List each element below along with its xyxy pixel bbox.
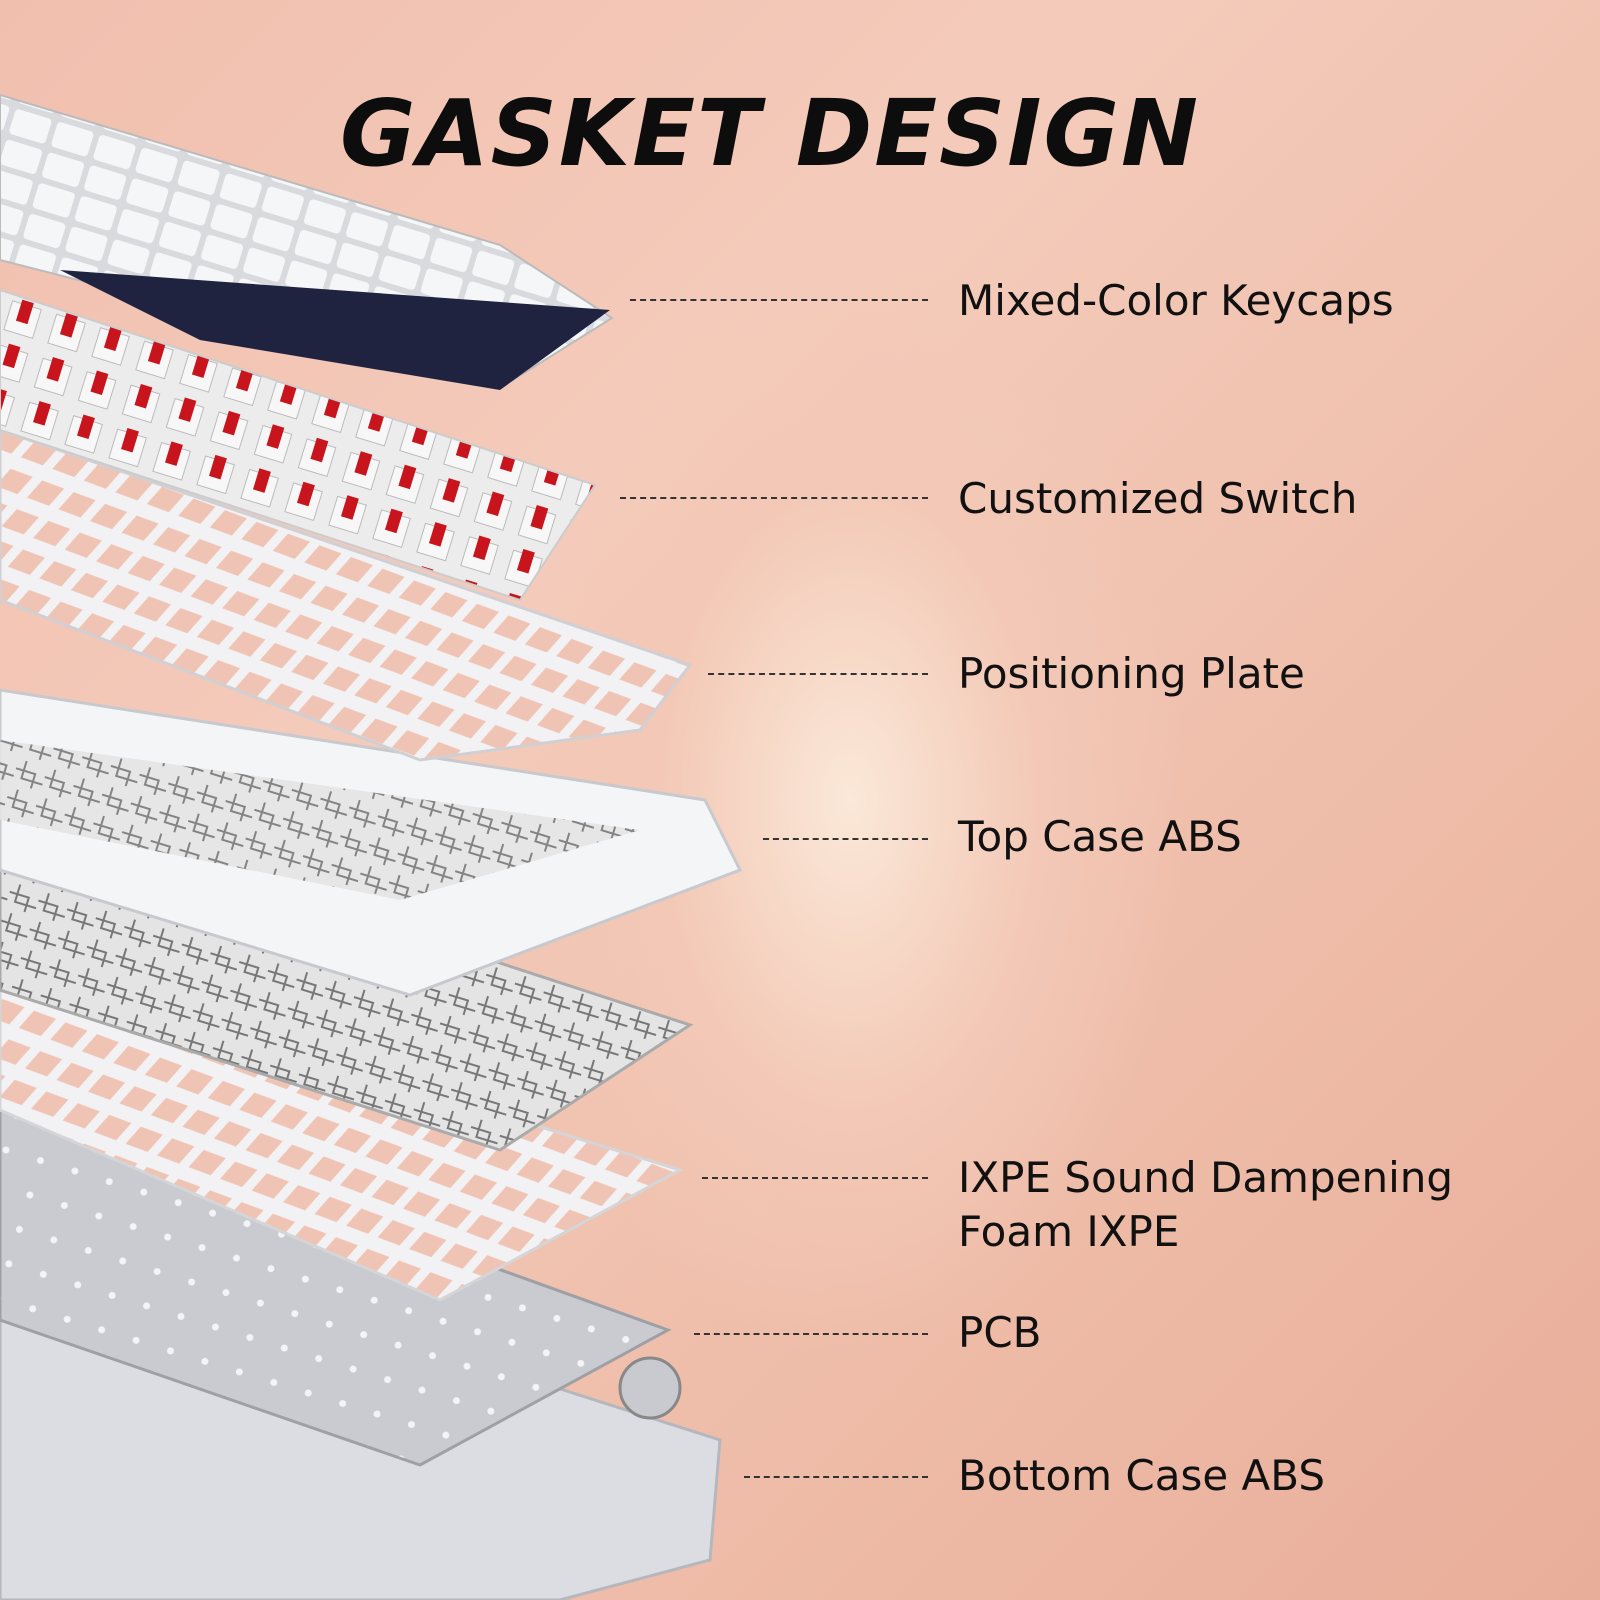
leader-line [694,1333,928,1335]
label-switch: Customized Switch [958,474,1358,523]
leader-line [630,299,928,301]
page-title: GASKET DESIGN [339,80,1201,187]
label-top-case: Top Case ABS [958,812,1242,861]
label-bottom-case: Bottom Case ABS [958,1451,1326,1500]
leader-line [620,497,928,499]
leader-line [708,673,928,675]
label-pcb: PCB [958,1308,1042,1357]
label-foam-line2: Foam IXPE [958,1207,1180,1256]
label-plate: Positioning Plate [958,649,1305,698]
leader-line [744,1476,928,1478]
label-foam-line1: IXPE Sound Dampening [958,1153,1454,1202]
leader-line [763,838,928,840]
dark-keycaps [60,270,610,390]
leader-line [702,1177,928,1179]
switch-layer [0,288,597,602]
positioning-plate-layer [0,428,693,762]
knob-icon [618,1356,682,1420]
label-keycaps: Mixed-Color Keycaps [958,276,1394,325]
